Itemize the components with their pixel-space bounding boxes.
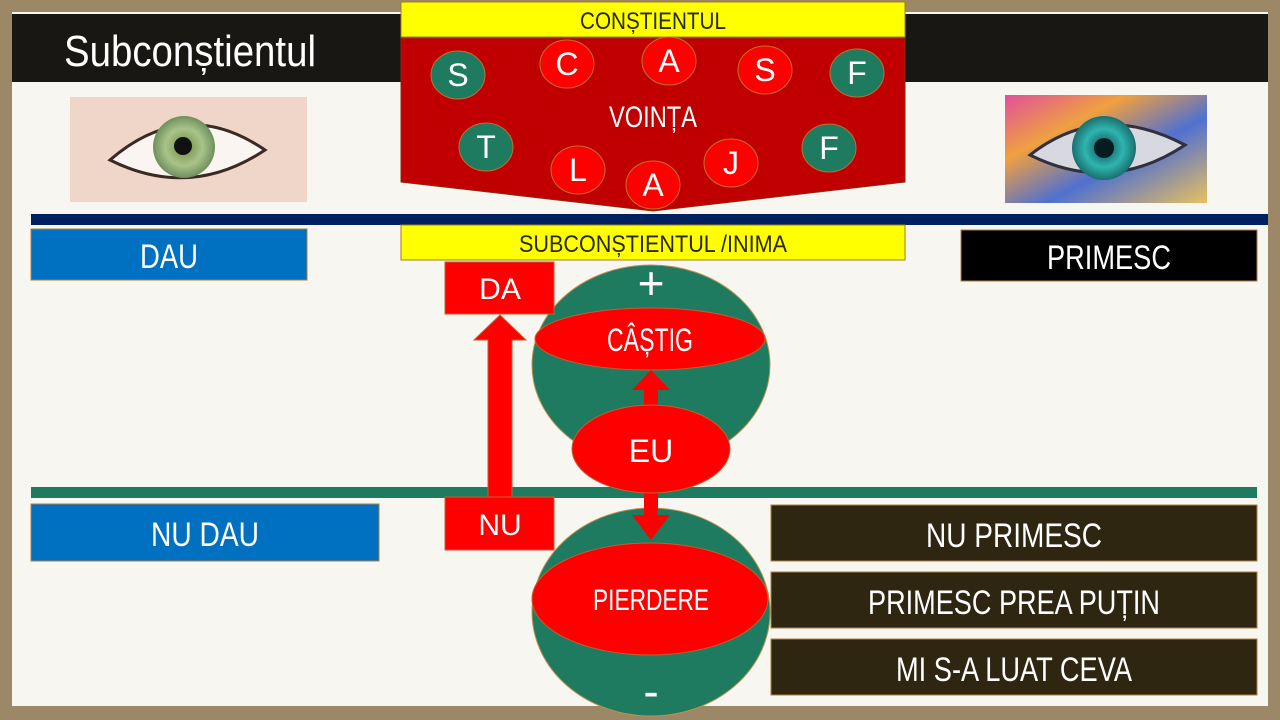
not-give-label: NU DAU [151,516,259,554]
natural-eye-image [70,97,307,202]
gain-ellipse [534,307,766,371]
will-circle-letter: J [723,145,739,181]
outcome-box-1 [770,504,1258,562]
arrow-up-to-gain [632,370,670,405]
will-circle-letter: S [447,57,468,93]
not-give-box [30,503,380,562]
yes-label: DA [479,273,521,306]
subconscious-box [400,224,906,261]
outcome-label-2: PRIMESC PREA PUȚIN [868,584,1160,622]
will-circle-letter: F [819,130,839,166]
will-circle [539,39,595,89]
mosaic-eye-image [1005,95,1207,203]
receive-label: PRIMESC [1047,239,1171,277]
outcome-label-3: MI S-A LUAT CEVA [896,651,1132,689]
outcome-box-3 [770,638,1258,696]
slide-title: Subconștientul [64,27,316,76]
will-circle [801,123,857,173]
will-circle-letter: A [658,43,680,79]
will-circle [458,122,514,172]
outcome-box-2 [770,571,1258,629]
will-circle-letter: F [847,55,867,91]
will-circle [430,50,486,100]
will-circle-letter: A [642,167,664,203]
will-circle-letter: L [569,152,587,188]
loss-ellipse [531,542,769,656]
outcome-label-1: NU PRIMESC [926,517,1102,555]
will-circle-letter: C [555,46,578,82]
gain-label: CÂȘTIG [607,322,693,358]
will-label: VOINȚA [609,101,697,134]
subconscious-label: SUBCONȘTIENTUL /INIMA [519,231,787,258]
plus-sign: + [638,257,665,309]
will-circle [550,145,606,195]
receive-box [960,229,1258,282]
will-circle-letter: T [476,129,496,165]
give-label: DAU [140,238,198,276]
arrow-no-to-yes [472,314,528,498]
self-ellipse [571,404,731,494]
no-box [444,496,555,551]
minus-sign: - [643,665,658,717]
will-circle [625,160,681,210]
will-circle [829,48,885,98]
will-circle [737,45,793,95]
conscious-label: CONȘTIENTUL [580,8,726,35]
no-label: NU [478,509,521,542]
give-box [30,228,308,281]
self-label: EU [629,433,673,469]
arrow-down-to-loss [632,490,670,540]
conscious-box [400,1,906,38]
will-circle [703,138,759,188]
conscious-divider-line [31,214,1268,225]
yes-box [444,261,555,315]
will-circle [641,36,697,86]
loss-label: PIERDERE [593,584,709,617]
will-circle-letter: S [754,52,775,88]
